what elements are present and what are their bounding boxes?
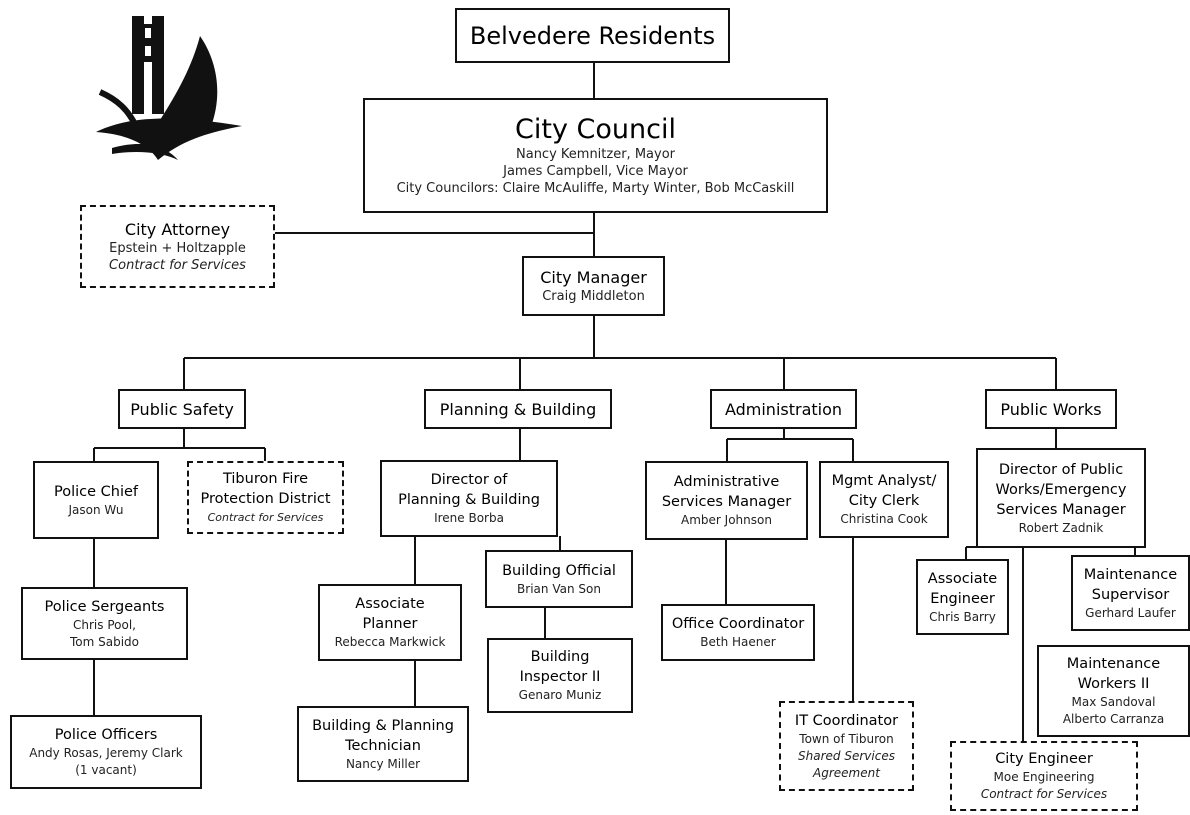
city-engineer-note: Contract for Services bbox=[980, 787, 1108, 801]
associate-planner-title-line1: Associate bbox=[355, 596, 425, 612]
technician-box: Building & Planning Technician Nancy Mil… bbox=[297, 706, 469, 782]
clerk-name: Christina Cook bbox=[840, 512, 928, 526]
pw-director-title-line1: Director of Public bbox=[998, 461, 1124, 478]
pw-director-title-line2: Works/Emergency bbox=[995, 481, 1127, 498]
sergeants-name-line2: Tom Sabido bbox=[69, 634, 140, 649]
building-official-name: Brian Van Son bbox=[517, 581, 601, 596]
police-chief-box: Police Chief Jason Wu bbox=[33, 461, 159, 539]
workers-title-line2: Workers II bbox=[1077, 676, 1150, 692]
fire-district-box: Tiburon Fire Protection District Contrac… bbox=[187, 461, 344, 534]
associate-engineer-title-line2: Engineer bbox=[930, 590, 995, 607]
sergeants-title: Police Sergeants bbox=[44, 598, 165, 615]
associate-engineer-title-line1: Associate bbox=[927, 570, 998, 587]
building-official-title: Building Official bbox=[502, 562, 616, 579]
maintenance-workers-box: Maintenance Workers II Max Sandoval Albe… bbox=[1037, 645, 1190, 737]
it-coordinator-note-line1: Shared Services bbox=[798, 748, 895, 763]
inspector-title-line1: Building bbox=[530, 649, 590, 665]
planning-director-box: Director of Planning & Building Irene Bo… bbox=[380, 460, 558, 537]
council-vice-mayor: James Campbell, Vice Mayor bbox=[503, 164, 688, 179]
city-council-box: City Council Nancy Kemnitzer, Mayor Jame… bbox=[363, 98, 828, 213]
police-officers-box: Police Officers Andy Rosas, Jeremy Clark… bbox=[10, 715, 202, 789]
dept-public-safety-label: Public Safety bbox=[130, 399, 234, 419]
police-chief-title: Police Chief bbox=[53, 483, 139, 500]
residents-box: Belvedere Residents bbox=[455, 8, 730, 63]
workers-name-line2: Alberto Carranza bbox=[1062, 712, 1165, 726]
associate-engineer-name: Chris Barry bbox=[929, 609, 996, 624]
officers-name-line1: Andy Rosas, Jeremy Clark bbox=[29, 746, 183, 760]
city-engineer-box: City Engineer Moe Engineering Contract f… bbox=[950, 741, 1138, 811]
attorney-note: Contract for Services bbox=[109, 257, 246, 273]
city-clerk-box: Mgmt Analyst/ City Clerk Christina Cook bbox=[819, 461, 949, 538]
fire-title-line2: Protection District bbox=[200, 491, 331, 507]
attorney-title: City Attorney bbox=[124, 219, 231, 239]
office-coordinator-title: Office Coordinator bbox=[671, 616, 805, 632]
dept-public-safety: Public Safety bbox=[118, 389, 246, 429]
it-coordinator-name: Town of Tiburon bbox=[799, 731, 894, 746]
services-manager-name: Amber Johnson bbox=[681, 513, 772, 527]
building-inspector-box: Building Inspector II Genaro Muniz bbox=[487, 638, 633, 713]
clerk-title-line1: Mgmt Analyst/ bbox=[831, 473, 937, 489]
supervisor-name: Gerhard Laufer bbox=[1085, 605, 1176, 620]
office-coordinator-name: Beth Haener bbox=[700, 635, 776, 649]
pw-director-title-line3: Services Manager bbox=[996, 501, 1126, 518]
dept-planning-label: Planning & Building bbox=[439, 399, 597, 419]
sergeants-name-line1: Chris Pool, bbox=[73, 617, 136, 632]
officers-title: Police Officers bbox=[54, 727, 158, 743]
dept-planning-building: Planning & Building bbox=[424, 389, 612, 429]
supervisor-title-line1: Maintenance bbox=[1083, 566, 1178, 583]
council-councilors: City Councilors: Claire McAuliffe, Marty… bbox=[396, 181, 795, 196]
technician-title-line1: Building & Planning bbox=[312, 717, 454, 734]
inspector-name: Genaro Muniz bbox=[518, 688, 602, 702]
fire-note: Contract for Services bbox=[207, 511, 324, 524]
services-manager-title-line1: Administrative bbox=[673, 474, 780, 490]
associate-engineer-box: Associate Engineer Chris Barry bbox=[916, 559, 1009, 635]
associate-planner-title-line2: Planner bbox=[362, 616, 418, 632]
fire-title-line1: Tiburon Fire bbox=[222, 471, 309, 487]
planning-director-title-line1: Director of bbox=[430, 472, 508, 488]
city-attorney-box: City Attorney Epstein + Holtzapple Contr… bbox=[80, 205, 275, 288]
dept-administration-label: Administration bbox=[724, 399, 843, 419]
officers-name-line2: (1 vacant) bbox=[75, 763, 137, 777]
belvedere-logo bbox=[96, 16, 242, 160]
it-coordinator-title: IT Coordinator bbox=[794, 712, 899, 729]
dept-public-works-label: Public Works bbox=[1000, 399, 1102, 419]
it-coordinator-note-line2: Agreement bbox=[813, 765, 880, 780]
admin-services-manager-box: Administrative Services Manager Amber Jo… bbox=[645, 461, 808, 540]
manager-title: City Manager bbox=[540, 267, 647, 287]
inspector-title-line2: Inspector II bbox=[519, 669, 601, 685]
attorney-name: Epstein + Holtzapple bbox=[109, 240, 246, 256]
police-chief-name: Jason Wu bbox=[68, 502, 124, 517]
workers-title-line1: Maintenance bbox=[1066, 656, 1161, 672]
technician-title-line2: Technician bbox=[345, 737, 421, 754]
city-manager-box: City Manager Craig Middleton bbox=[522, 256, 665, 316]
pw-director-name: Robert Zadnik bbox=[1018, 520, 1104, 535]
associate-planner-box: Associate Planner Rebecca Markwick bbox=[318, 584, 462, 661]
council-title: City Council bbox=[515, 114, 676, 145]
maintenance-supervisor-box: Maintenance Supervisor Gerhard Laufer bbox=[1071, 555, 1190, 631]
supervisor-title-line2: Supervisor bbox=[1091, 586, 1170, 603]
planning-director-name: Irene Borba bbox=[434, 511, 504, 525]
city-engineer-title: City Engineer bbox=[995, 751, 1093, 767]
building-official-box: Building Official Brian Van Son bbox=[485, 550, 633, 608]
workers-name-line1: Max Sandoval bbox=[1071, 695, 1156, 709]
police-sergeants-box: Police Sergeants Chris Pool, Tom Sabido bbox=[21, 587, 188, 660]
manager-name: Craig Middleton bbox=[542, 288, 645, 304]
it-coordinator-box: IT Coordinator Town of Tiburon Shared Se… bbox=[779, 701, 914, 791]
residents-title: Belvedere Residents bbox=[469, 21, 716, 50]
technician-name: Nancy Miller bbox=[345, 756, 421, 771]
planning-director-title-line2: Planning & Building bbox=[398, 492, 540, 508]
associate-planner-name: Rebecca Markwick bbox=[334, 635, 446, 649]
public-works-director-box: Director of Public Works/Emergency Servi… bbox=[976, 448, 1146, 548]
city-engineer-name: Moe Engineering bbox=[993, 770, 1095, 784]
services-manager-title-line2: Services Manager bbox=[661, 494, 792, 510]
council-mayor: Nancy Kemnitzer, Mayor bbox=[516, 147, 675, 162]
clerk-title-line2: City Clerk bbox=[848, 493, 920, 509]
dept-public-works: Public Works bbox=[985, 389, 1117, 429]
dept-administration: Administration bbox=[710, 389, 857, 429]
office-coordinator-box: Office Coordinator Beth Haener bbox=[661, 604, 815, 661]
